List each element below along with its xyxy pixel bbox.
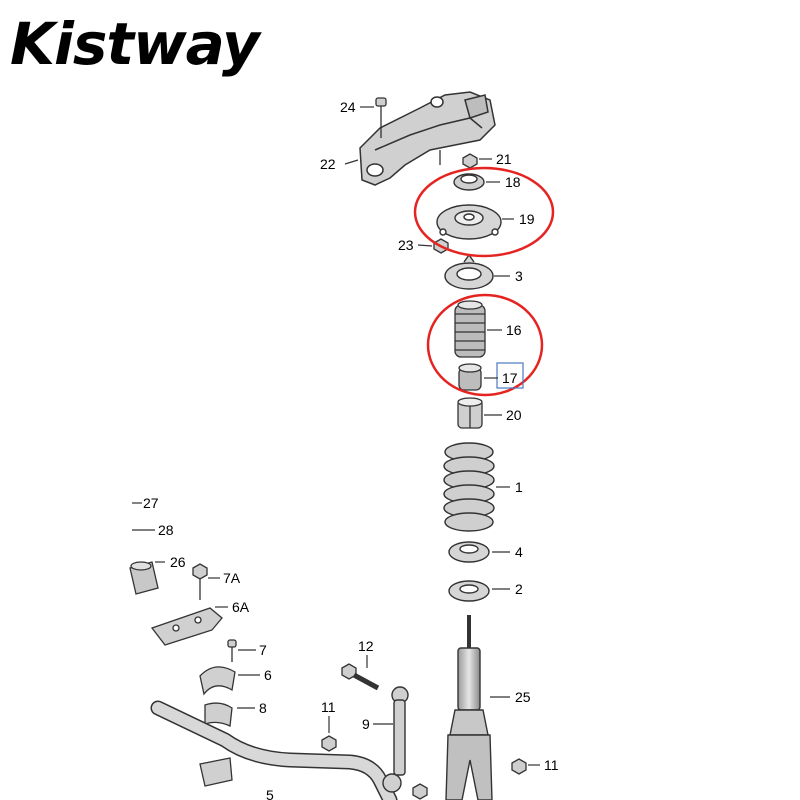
highlight-ellipse-middle (426, 293, 544, 397)
bolt-7 (227, 639, 237, 662)
coil-spring-1 (443, 442, 495, 532)
label-20: 20 (506, 407, 522, 423)
label-21: 21 (496, 151, 512, 167)
label-25: 25 (515, 689, 531, 705)
bolt-7a (192, 563, 208, 600)
clamp-6 (199, 666, 236, 696)
label-2: 2 (515, 581, 523, 597)
dust-boot-16 (454, 300, 486, 358)
label-26: 26 (170, 554, 186, 570)
label-7a: 7A (223, 570, 241, 586)
label-11-left: 11 (321, 699, 336, 715)
top-mount-19 (436, 204, 502, 240)
label-17-box (496, 362, 524, 389)
bolt-bottom (412, 783, 428, 800)
label-3: 3 (515, 268, 523, 284)
brand-logo: Kistway (10, 10, 260, 78)
label-17: 17 (502, 370, 518, 386)
lower-spring-seat-4 (448, 541, 490, 563)
label-18: 18 (505, 174, 521, 190)
label-11-right: 11 (544, 757, 559, 773)
highlight-ellipse-top (413, 166, 555, 258)
bolt-24 (375, 97, 387, 138)
label-8: 8 (259, 700, 267, 716)
label-9: 9 (362, 716, 370, 732)
stabilizer-link-9 (382, 686, 409, 793)
bump-stop-17 (458, 363, 482, 391)
bearing-18 (453, 173, 485, 191)
bushing-8 (204, 702, 233, 727)
label-1: 1 (515, 479, 523, 495)
spring-seat-3 (444, 253, 494, 290)
label-6: 6 (264, 667, 272, 683)
label-16: 16 (506, 322, 522, 338)
shock-absorber-25 (445, 615, 493, 800)
label-22: 22 (320, 156, 336, 172)
label-23: 23 (398, 237, 414, 253)
upper-mount-bracket (359, 91, 496, 186)
leader-lines (132, 106, 540, 766)
bushing-26 (129, 561, 159, 595)
nut-11-right (511, 758, 527, 775)
label-6a: 6A (232, 599, 250, 615)
label-4: 4 (515, 544, 523, 560)
part-labels: 24 22 21 18 19 23 3 16 17 20 1 4 2 25 27… (143, 99, 559, 800)
label-28: 28 (158, 522, 174, 538)
bolt-12 (341, 663, 380, 691)
isolator-2 (448, 580, 490, 602)
nut-21 (462, 153, 478, 169)
label-27: 27 (143, 495, 159, 511)
label-12: 12 (358, 638, 374, 654)
label-19: 19 (519, 211, 535, 227)
stabilizer-bar-5 (150, 700, 398, 800)
bump-seat-20 (457, 397, 483, 429)
bracket-6a (150, 607, 223, 646)
label-5: 5 (266, 787, 274, 800)
nut-11-left (321, 735, 337, 752)
label-7: 7 (259, 642, 267, 658)
label-24: 24 (340, 99, 356, 115)
